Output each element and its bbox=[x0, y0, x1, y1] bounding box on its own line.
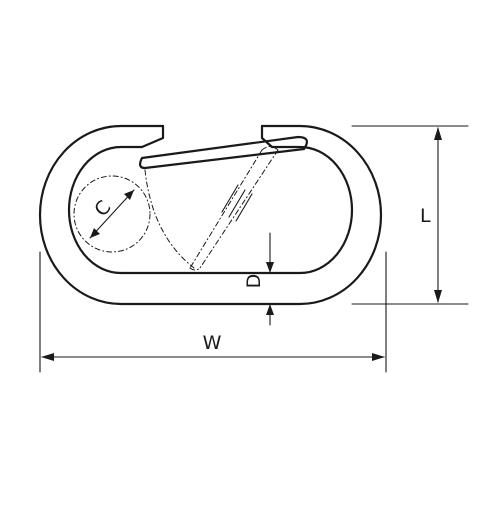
gate-closed bbox=[138, 135, 308, 170]
thickness-arrow-top bbox=[266, 262, 274, 273]
opening-dimension-line bbox=[89, 189, 135, 239]
length-label: L bbox=[420, 205, 431, 227]
width-arrow-left bbox=[41, 353, 54, 361]
opening-arrow-upper bbox=[124, 190, 134, 200]
hook-nose-end bbox=[140, 124, 165, 149]
thickness-arrow-bottom bbox=[266, 304, 274, 315]
gate-open-phantom bbox=[189, 146, 279, 271]
opening-label: C bbox=[90, 196, 115, 221]
gate-swing-path bbox=[144, 169, 195, 269]
hook-hinge-end bbox=[260, 124, 274, 149]
hook-outer-outline bbox=[38, 124, 383, 306]
width-arrow-right bbox=[372, 353, 385, 361]
length-arrow-top bbox=[434, 127, 442, 140]
opening-arrow-lower bbox=[90, 228, 100, 238]
opening-circle bbox=[73, 175, 151, 253]
thickness-label: D bbox=[243, 274, 265, 289]
width-label: W bbox=[203, 332, 222, 354]
hook-inner-outline bbox=[67, 145, 354, 275]
length-arrow-bottom bbox=[434, 290, 442, 303]
gate-hatching bbox=[221, 184, 253, 222]
